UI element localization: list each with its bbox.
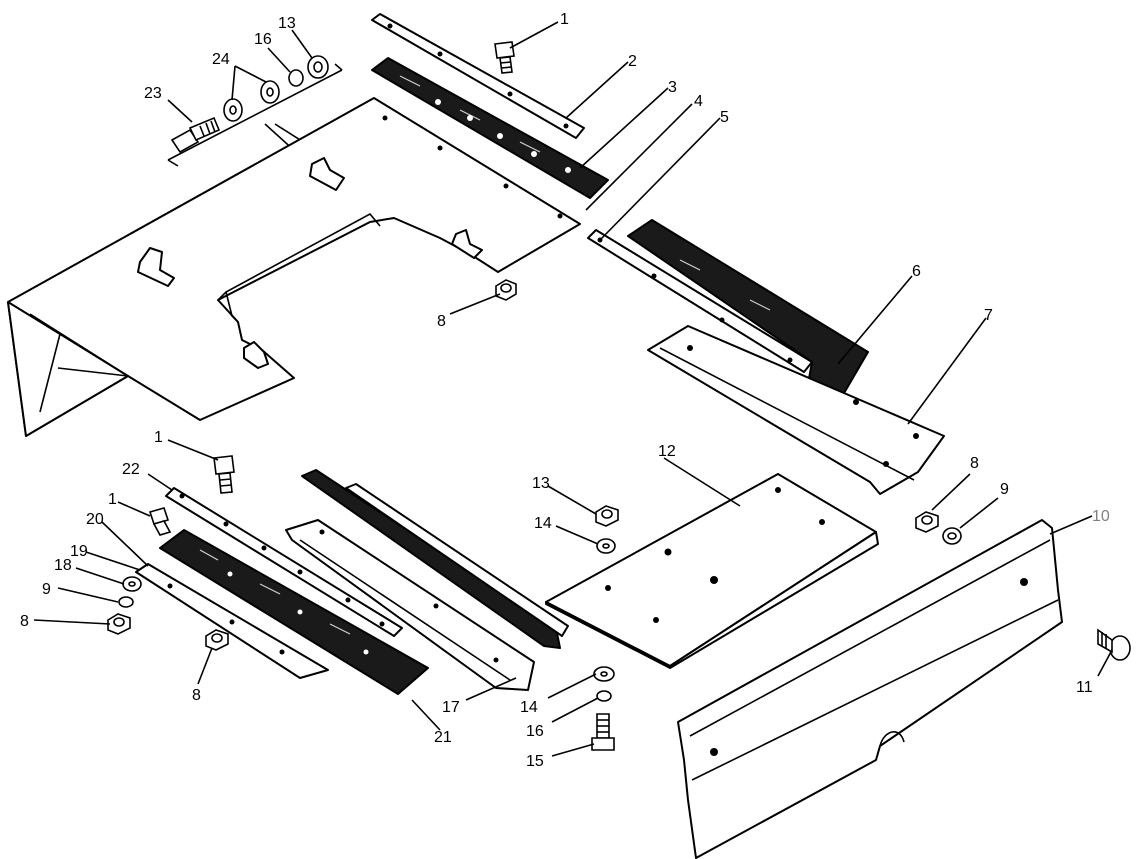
nut-8-left (107, 613, 131, 635)
bolt-23 (170, 116, 221, 154)
callout-label: 8 (970, 455, 979, 472)
callout-label: 9 (1000, 481, 1009, 498)
callout-label: 17 (442, 699, 460, 716)
bolt-15 (591, 713, 615, 751)
main-panel-4 (7, 97, 581, 437)
callout-label: 1 (560, 11, 569, 28)
nut-13-middle (595, 505, 619, 527)
leader-lines (33, 21, 1113, 757)
washer-18-hole (128, 581, 136, 587)
bolt-1-middle (213, 455, 235, 494)
callout-label: 8 (437, 313, 446, 330)
lock-washer-16-bottom (596, 690, 612, 702)
callout-label: 4 (694, 93, 703, 110)
callout-labels: 1 2 3 4 5 6 7 8 8 8 8 9 9 10 11 12 13 13… (20, 11, 1110, 770)
nut-8-bottom (205, 629, 229, 651)
rubber-strip-21 (159, 529, 429, 695)
rubber-channel (301, 469, 569, 649)
callout-label: 24 (212, 51, 230, 68)
lock-washer-9-left (118, 596, 134, 608)
assembly-line (167, 159, 179, 167)
callout-label: 13 (532, 475, 550, 492)
washer-9-right-hole (947, 532, 957, 540)
strip-19 (135, 563, 329, 679)
callout-label: 11 (1076, 679, 1093, 696)
strip-22 (165, 487, 403, 637)
washer-14-middle-hole (602, 543, 610, 549)
nut-8-right (915, 511, 939, 533)
strip-2 (371, 13, 585, 139)
callout-label: 14 (520, 699, 538, 716)
angle-bracket-7 (647, 325, 945, 495)
assembly-line (167, 69, 343, 161)
callout-label: 2 (628, 53, 637, 70)
side-panel-10 (677, 519, 1063, 859)
callout-label: 20 (86, 511, 104, 528)
bolt-1-top (494, 41, 515, 74)
callout-label: 10 (1092, 508, 1110, 525)
channel-17 (285, 519, 535, 691)
lock-washer-16 (288, 69, 304, 87)
rubber-strip-3 (371, 57, 609, 199)
washer-14-bottom-hole (600, 671, 608, 677)
callout-label: 23 (144, 85, 162, 102)
callout-label: 16 (526, 723, 544, 740)
callout-label: 9 (42, 581, 51, 598)
callout-label: 1 (154, 429, 163, 446)
callout-label: 1 (108, 491, 117, 508)
callout-label: 5 (720, 109, 729, 126)
callout-label: 19 (70, 543, 88, 560)
carriage-bolt-11 (1097, 628, 1131, 661)
plate-12 (545, 473, 879, 669)
callout-label: 15 (526, 753, 544, 770)
nut-8-center (495, 279, 517, 301)
nut-13-hole (313, 61, 323, 73)
callout-label: 8 (192, 687, 201, 704)
callout-label: 8 (20, 613, 29, 630)
bolt-1-left (148, 507, 172, 536)
callout-label: 3 (668, 79, 677, 96)
washer-24b-hole (266, 87, 274, 97)
callout-label: 13 (278, 15, 296, 32)
callout-label: 21 (434, 729, 452, 746)
assembly-line (334, 63, 343, 71)
callout-label: 16 (254, 31, 272, 48)
callout-label: 18 (54, 557, 72, 574)
callout-label: 12 (658, 443, 676, 460)
callout-label: 22 (122, 461, 140, 478)
washer-24a-hole (229, 105, 237, 115)
callout-label: 6 (912, 263, 921, 280)
callout-label: 7 (984, 307, 993, 324)
callout-label: 14 (534, 515, 552, 532)
